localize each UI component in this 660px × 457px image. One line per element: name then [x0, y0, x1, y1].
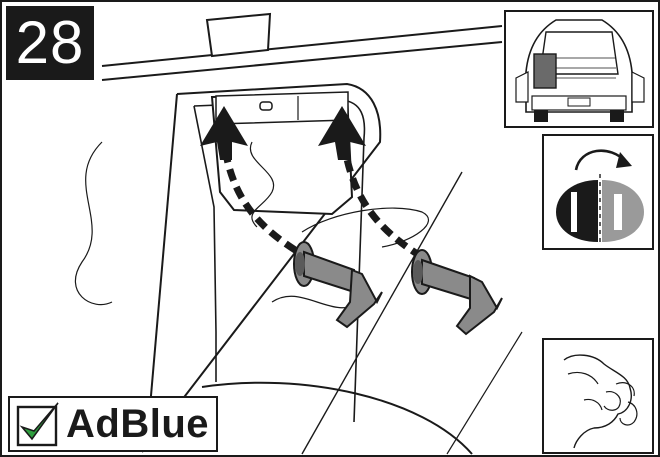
checkbox-check-icon [16, 401, 62, 447]
ceiling-light [207, 14, 270, 56]
car-location-panel [504, 10, 654, 128]
recess-lid [216, 92, 348, 124]
arrow-path-right [344, 142, 422, 257]
trunk-edge-inner [194, 106, 216, 382]
adblue-badge: AdBlue [8, 396, 218, 452]
hand-panel [542, 338, 654, 454]
rotation-panel [542, 134, 654, 250]
hose-curve [75, 142, 112, 305]
trunk-edge [147, 94, 177, 442]
step-number: 28 [6, 6, 94, 80]
car-rear-open-trunk-icon [506, 12, 652, 126]
adblue-label: AdBlue [66, 402, 209, 447]
roof-line [102, 26, 502, 80]
rotate-half-turn-icon [544, 136, 652, 248]
plug-part-right [412, 250, 502, 334]
hand-pinch-icon [544, 340, 652, 452]
plug-part-left [294, 242, 382, 327]
recess-slot [260, 102, 272, 110]
